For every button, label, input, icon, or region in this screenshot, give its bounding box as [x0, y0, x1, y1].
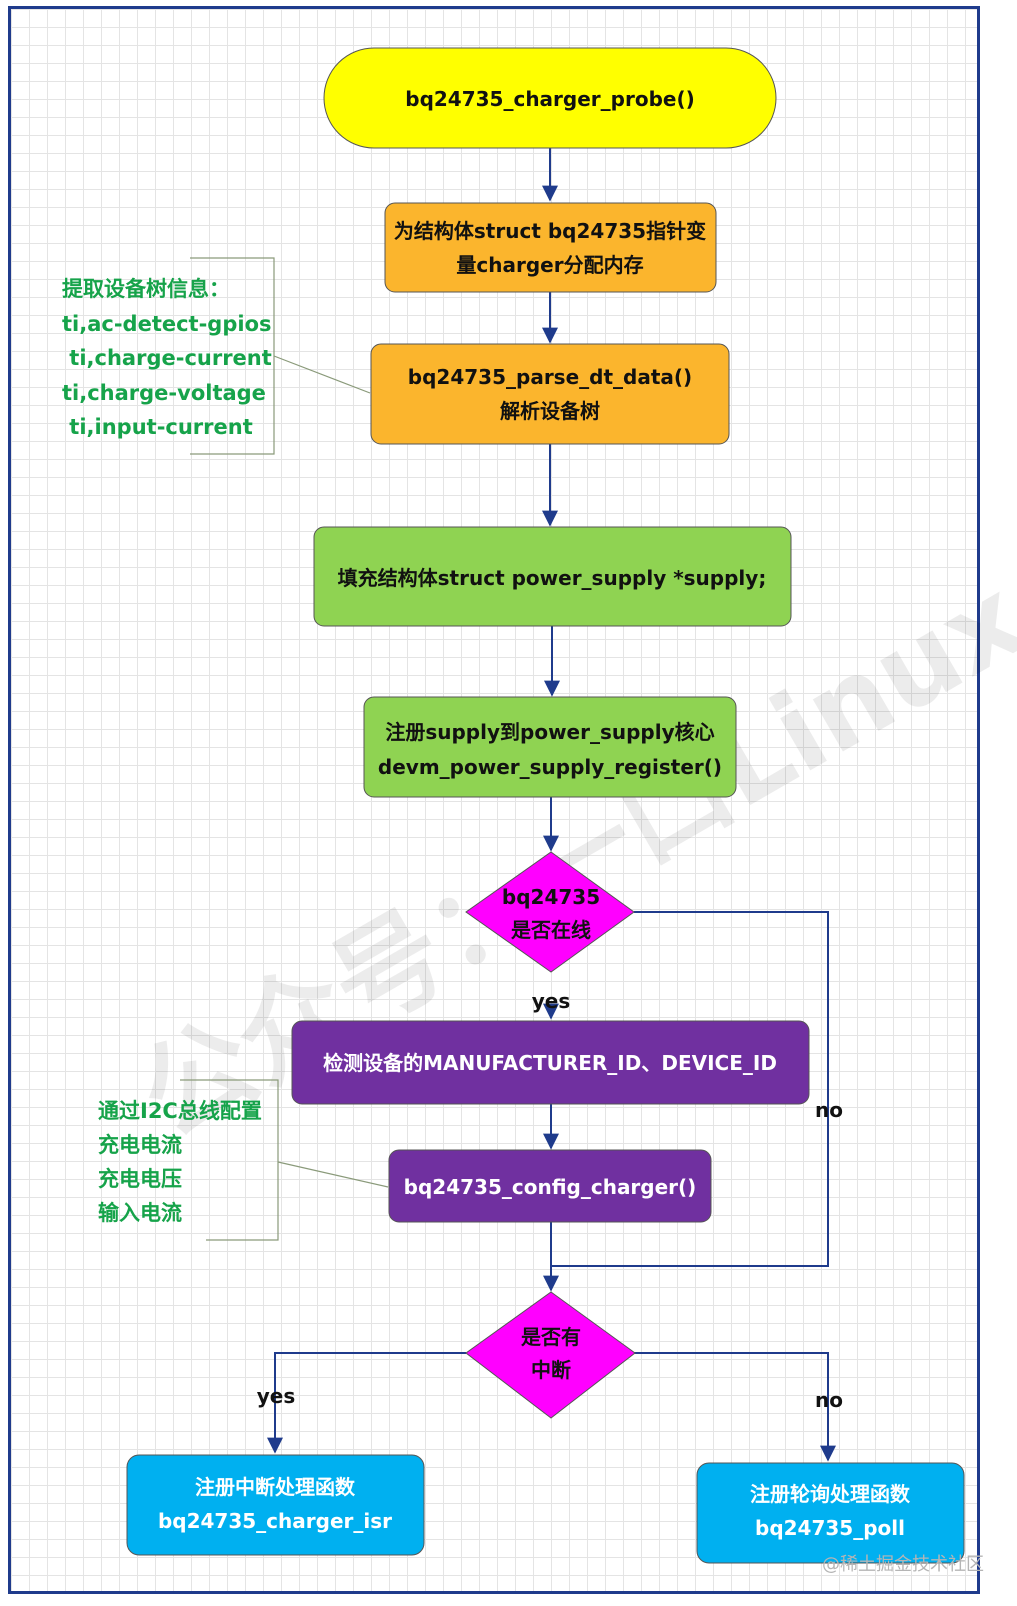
node-poll	[696, 1462, 965, 1564]
edge-irq-no	[634, 1352, 836, 1462]
node-poll-label-2: bq24735_poll	[755, 1516, 905, 1540]
node-fill-label: 填充结构体struct power_supply *supply;	[338, 566, 767, 590]
note-dt-line-3: ti,charge-current	[62, 346, 272, 370]
node-parse-label-1: bq24735_parse_dt_data()	[408, 365, 692, 389]
node-isr-label-2: bq24735_charger_isr	[158, 1509, 392, 1533]
note-dt-line-2: ti,ac-detect-gpios	[62, 312, 272, 336]
note-i2c-connector	[277, 1161, 389, 1188]
node-config	[388, 1149, 712, 1223]
note-dt-connector	[273, 355, 371, 394]
node-alloc-label-1: 为结构体struct bq24735指针变	[394, 219, 706, 243]
node-config-label: bq24735_config_charger()	[404, 1175, 697, 1199]
node-detect-label: 检测设备的MANUFACTURER_ID、DEVICE_ID	[323, 1051, 777, 1075]
node-fill	[313, 526, 792, 627]
note-i2c-line-4: 输入电流	[98, 1201, 182, 1225]
edge-label-online-yes: yes	[532, 989, 571, 1013]
node-alloc	[384, 202, 717, 293]
node-online	[465, 851, 635, 973]
node-probe	[323, 47, 777, 149]
note-dt-line-5: ti,input-current	[62, 415, 253, 439]
note-i2c-bracket	[180, 1079, 279, 1241]
node-poll-label-1: 注册轮询处理函数	[750, 1482, 911, 1506]
node-isr	[126, 1454, 425, 1556]
edge-label-irq-no: no	[815, 1388, 843, 1412]
edge-online-no	[551, 911, 829, 1267]
note-dt-line-1: 提取设备树信息：	[62, 277, 230, 301]
node-irq-label-2: 中断	[531, 1358, 571, 1382]
note-i2c-line-2: 充电电流	[98, 1133, 182, 1157]
node-register	[363, 696, 737, 798]
node-register-label-2: devm_power_supply_register()	[378, 755, 722, 779]
node-detect	[291, 1020, 810, 1105]
node-probe-label: bq24735_charger_probe()	[405, 87, 695, 111]
node-parse-label-2: 解析设备树	[500, 399, 600, 423]
node-irq-label-1: 是否有	[520, 1325, 581, 1349]
node-online-label-1: bq24735	[502, 885, 600, 909]
note-dt-line-4: ti,charge-voltage	[62, 381, 266, 405]
note-i2c-line-1: 通过I2C总线配置	[98, 1099, 262, 1123]
credit-text: @稀土掘金技术社区	[822, 1554, 984, 1575]
edge-label-online-no: no	[815, 1098, 843, 1122]
node-parse	[370, 343, 730, 445]
edge-label-irq-yes: yes	[257, 1384, 296, 1408]
note-i2c-line-3: 充电电压	[98, 1167, 182, 1191]
edge-irq-yes	[267, 1352, 466, 1454]
node-isr-label-1: 注册中断处理函数	[195, 1475, 356, 1499]
node-online-label-2: 是否在线	[510, 918, 591, 942]
node-alloc-label-2: 量charger分配内存	[456, 253, 643, 277]
node-register-label-1: 注册supply到power_supply核心	[385, 720, 714, 744]
node-irq	[465, 1291, 636, 1419]
